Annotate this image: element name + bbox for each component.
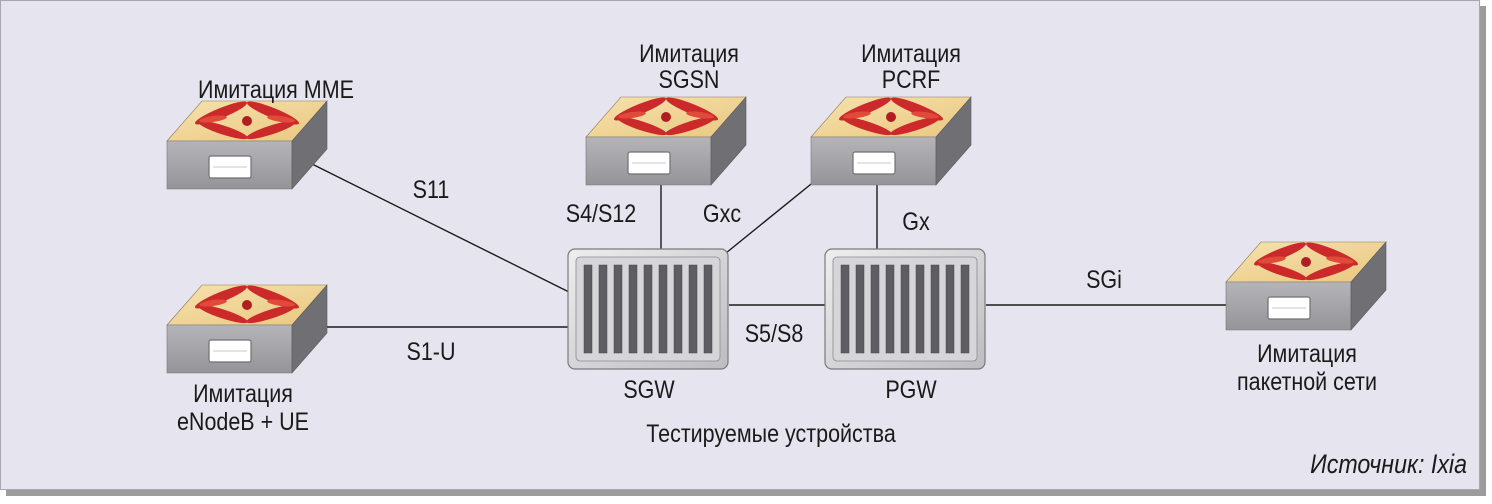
label-pcrf-line1: Имитация [861,40,961,68]
device-enodeb [166,281,328,374]
gateway-pgw [824,248,986,370]
device-sgsn [585,93,747,186]
label-interface-s11: S11 [412,176,450,204]
label-devices-under-test: Тестируемые устройства [646,420,896,448]
label-pdn-line1: Имитация [1257,340,1357,368]
label-interface-gx: Gx [902,208,930,236]
label-sgw: SGW [623,376,675,404]
diagram-canvas: Имитация MME Имитация SGSN Имитация PCRF… [0,0,1480,490]
links [305,160,1226,328]
label-sgsn-line2: SGSN [658,66,720,94]
label-mme: Имитация MME [198,76,354,104]
label-pdn-line2: пакетной сети [1236,368,1377,396]
label-interface-s4s12: S4/S12 [565,200,637,228]
label-interface-s5s8: S5/S8 [744,320,804,348]
source-caption: Источник: Ixia [1310,449,1467,479]
label-pcrf-line2: PCRF [881,66,941,94]
device-pdn [1225,238,1387,331]
label-enodeb-line1: Имитация [193,380,293,408]
link-s11 [305,160,572,294]
label-sgsn-line1: Имитация [639,40,739,68]
device-pcrf [810,93,972,186]
link-gxc [725,175,822,254]
label-enodeb-line2: eNodeB + UE [176,408,310,436]
label-interface-sgi: SGi [1086,266,1122,294]
label-interface-s1u: S1-U [406,338,456,366]
label-interface-gxc: Gxc [702,200,742,228]
label-pgw: PGW [885,376,937,404]
device-mme [166,97,328,190]
gateway-sgw [567,248,729,370]
